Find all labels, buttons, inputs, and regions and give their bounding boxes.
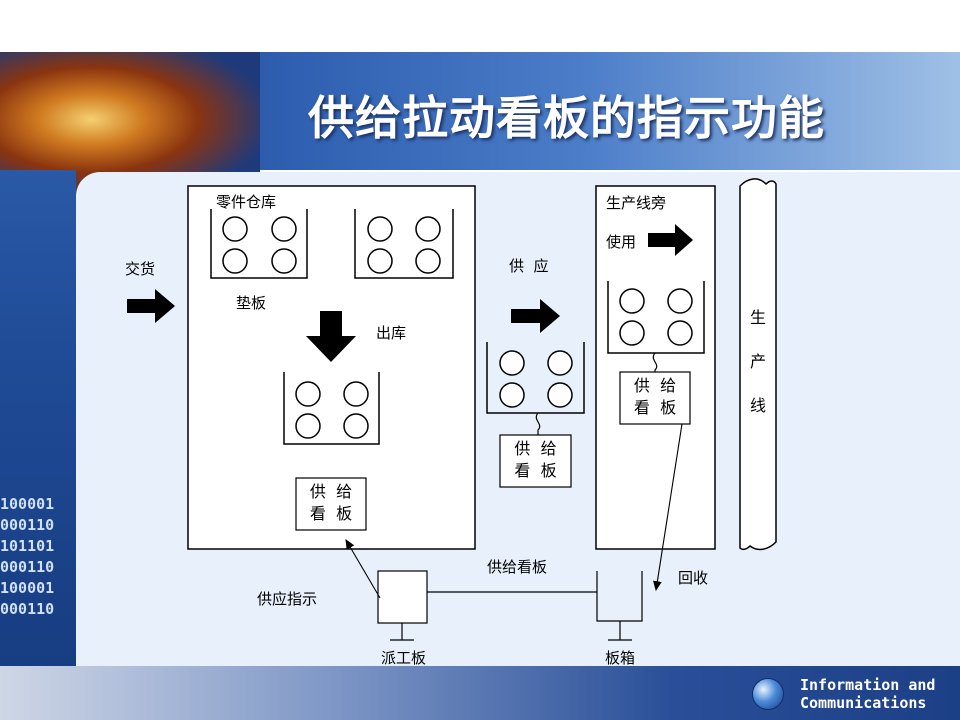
brand-line-1: Information and [800,676,936,694]
footer-banner [0,666,960,720]
supply-kanban-card-lineside [619,371,691,425]
use-label: 使用 [606,233,637,251]
supply-label: 供 应 [509,257,549,275]
kanban-line-1: 供 给 [309,482,353,501]
left-decor-strip [0,170,76,670]
production-line-banner [739,178,777,551]
globe-icon [752,678,784,710]
slide-title: 供给拉动看板的指示功能 [308,91,825,145]
outbound-arrow-icon [306,311,356,362]
binary-decor-text: 100001 000110 101101 000110 100001 00011… [0,495,55,618]
supply-kanban-label: 供给看板 [487,558,548,576]
part-circle [667,320,693,346]
pallet-container-3 [283,372,380,445]
part-circle [222,216,248,242]
warehouse-label: 零件仓库 [216,193,277,211]
part-circle [271,216,297,242]
pallet-container-5 [607,281,705,354]
part-circle [415,248,441,274]
recycle-label: 回收 [678,569,709,587]
card-hook [535,412,541,435]
production-line-char-1: 生 [749,308,766,327]
kanban-line-1: 供 给 [633,376,677,395]
part-circle [415,216,441,242]
pallet-container-4 [486,342,585,414]
delivery-arrow-icon [127,289,175,323]
kanban-card-text-2: 供 给 看 板 [500,438,571,482]
lineside-label: 生产线旁 [606,194,667,212]
production-line-char-2: 产 [749,352,766,371]
dispatch-board-label: 派工板 [381,649,427,667]
kanban-line-2: 看 板 [514,461,557,480]
delivery-label: 交货 [125,260,156,278]
part-circle [367,216,393,242]
part-circle [499,382,525,408]
kanban-line-2: 看 板 [309,504,353,523]
kanban-line-1: 供 给 [514,439,557,458]
board-box [596,571,643,622]
part-circle [667,288,693,314]
pallet-label: 垫板 [236,294,267,312]
production-line-char-3: 线 [749,396,766,415]
dispatch-board [377,570,428,624]
kanban-card-text-3: 供 给 看 板 [620,375,690,419]
part-circle [343,413,369,439]
part-circle [499,350,525,376]
part-circle [367,248,393,274]
part-circle [271,248,297,274]
supply-instruction-label: 供应指示 [257,590,318,608]
supply-instruction-arrow [345,539,381,599]
supply-kanban-card-transit [499,434,572,488]
use-arrow-icon [648,224,693,256]
part-circle [343,381,369,407]
part-circle [222,248,248,274]
kanban-line-2: 看 板 [633,398,677,417]
part-circle [547,382,573,408]
kanban-card-text-1: 供 给 看 板 [296,481,366,525]
part-circle [619,288,645,314]
brand-text: Information and Communications [800,676,935,712]
dispatch-board-stand [390,623,414,641]
supply-kanban-card-warehouse [295,477,367,531]
pallet-container-1 [210,209,308,279]
pallet-container-2 [354,209,454,279]
part-circle [295,413,321,439]
production-line-label: 生 产 线 [748,296,768,428]
part-circle [547,350,573,376]
recycle-arrow [653,423,683,592]
brand-line-2: Communications [800,694,927,712]
board-box-stand [608,621,632,641]
board-box-label: 板箱 [605,649,636,667]
part-circle [619,320,645,346]
part-circle [295,381,321,407]
card-hook [652,352,658,372]
supply-arrow-icon [511,299,560,333]
outbound-label: 出库 [376,324,407,342]
